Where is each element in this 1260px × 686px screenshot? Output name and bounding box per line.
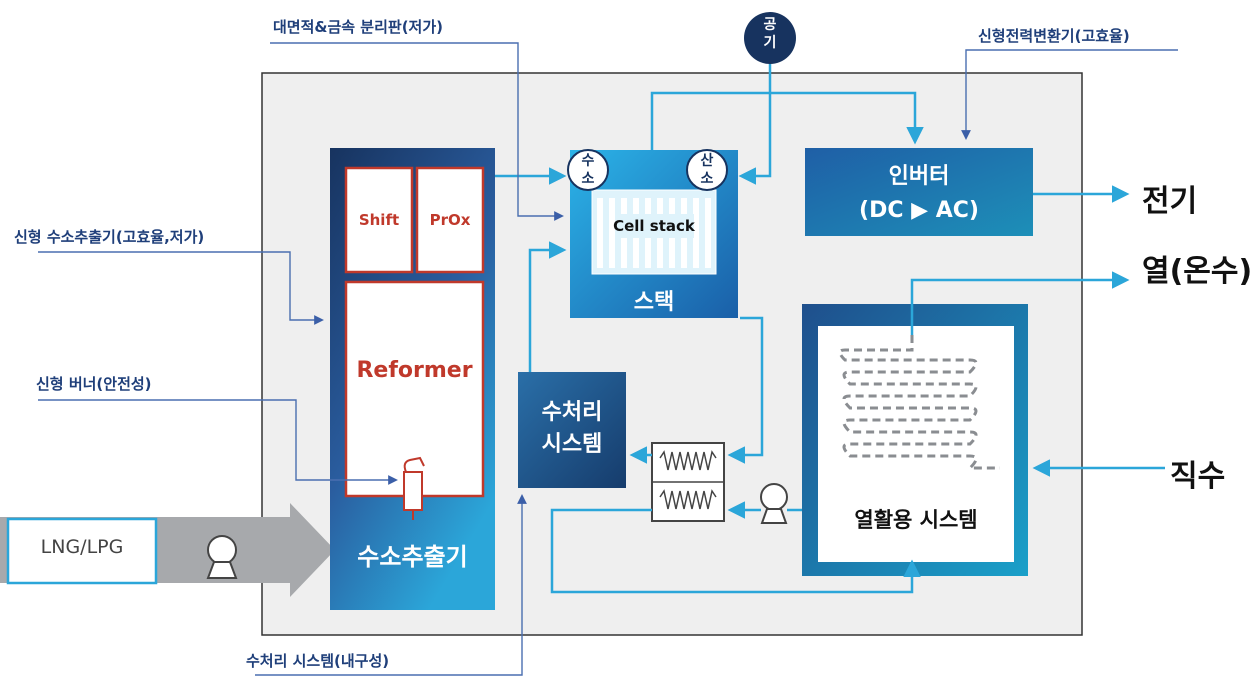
electricity-output: 전기 (1142, 184, 1198, 219)
oxygen-port (686, 149, 728, 191)
shift-box (344, 166, 414, 274)
inverter-annotation: 신형전력변환기(고효율) (978, 27, 1130, 45)
heat-system-label: 열활용 시스템 (854, 508, 978, 532)
shift-label: Shift (358, 211, 400, 229)
prox-label: PrOx (429, 211, 471, 229)
hydrogen-port (567, 149, 609, 191)
reformer-annotation: 신형 수소추출기(고효율,저가) (14, 228, 205, 246)
fuel-pump-icon (206, 535, 238, 579)
reformer-unit-title: 수소추출기 (357, 543, 468, 571)
water-pump-icon (760, 483, 788, 524)
reformer-box (344, 280, 485, 498)
flow-lines (495, 64, 1165, 594)
burner-annotation: 신형 버너(안전성) (36, 375, 152, 393)
inverter-label: 인버터(DC ▶ AC) (859, 164, 979, 223)
burner-icon (403, 456, 425, 520)
reformer-label: Reformer (356, 358, 473, 383)
cell-stack-label-bg (616, 214, 694, 238)
fuel-input-label: LNG/LPG (40, 536, 124, 558)
air-circle (744, 12, 796, 64)
heat-exchanger-icon (651, 442, 725, 522)
annotation-connectors (38, 42, 1178, 676)
water-system-annotation: 수처리 시스템(내구성) (246, 652, 390, 670)
water-treatment-box (518, 372, 626, 488)
inverter-box (805, 148, 1033, 236)
direct-water-input: 직수 (1170, 459, 1226, 494)
prox-box (415, 166, 485, 274)
heat-output: 열(온수) (1142, 254, 1253, 289)
heating-coil (838, 335, 1000, 470)
fuel-input-box (6, 517, 158, 585)
cell-stack-label: Cell stack (613, 217, 695, 235)
stack-title: 스택 (633, 290, 675, 315)
separator-annotation: 대면적&금속 분리판(저가) (273, 18, 444, 36)
